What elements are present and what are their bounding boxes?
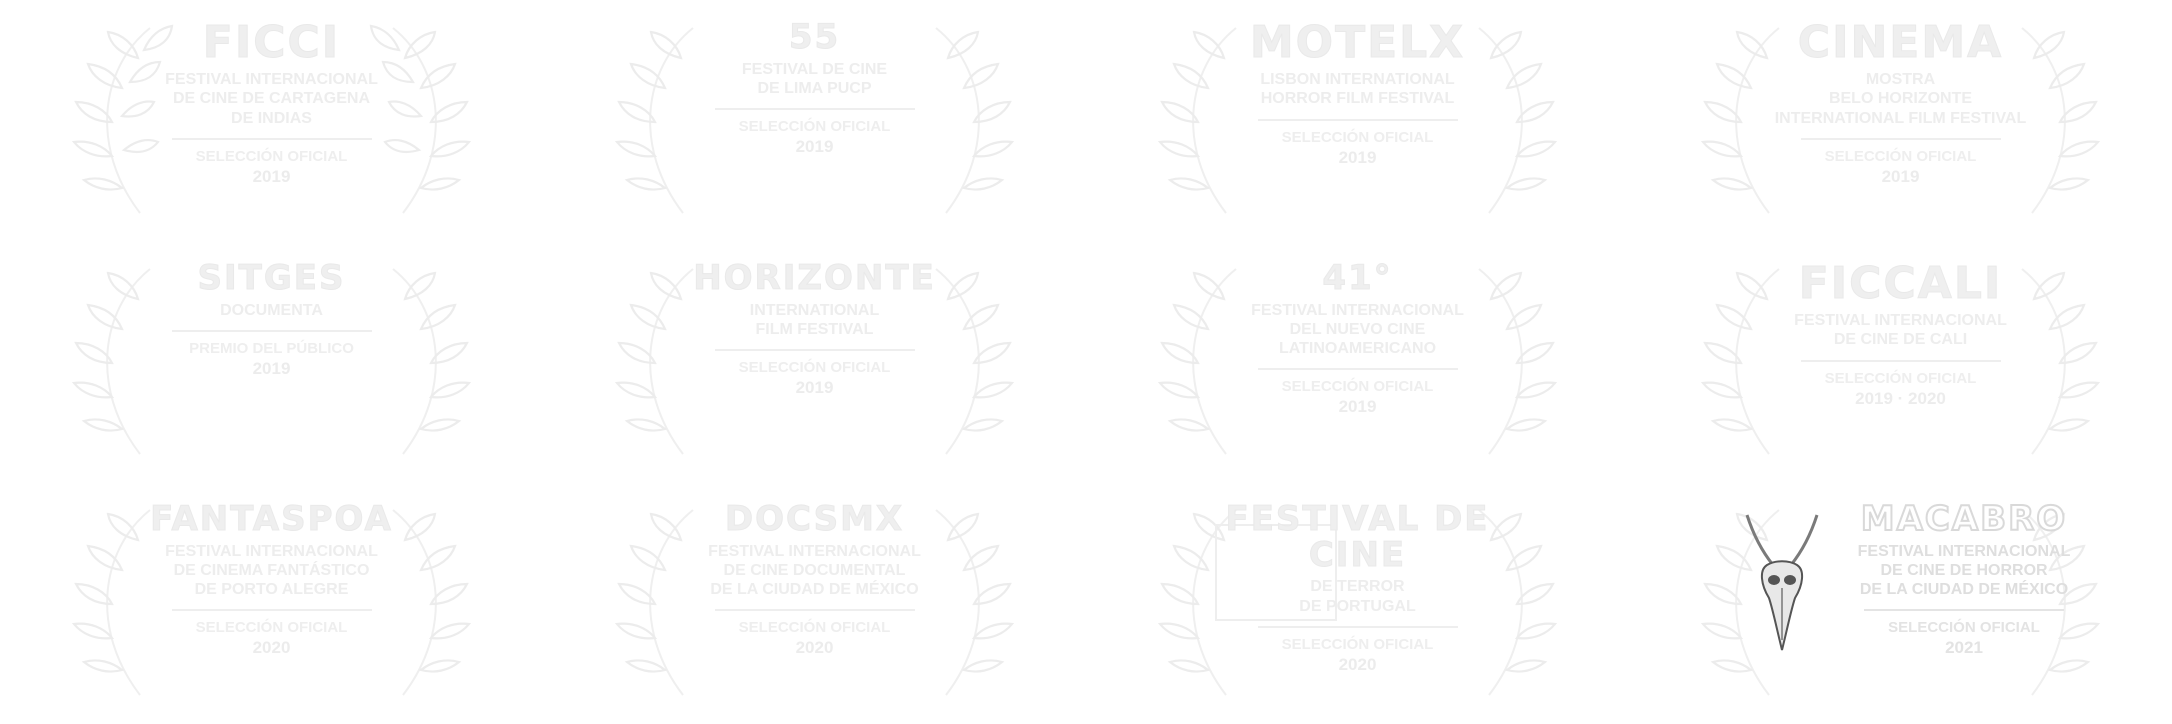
selection-year: 2019 [795, 378, 834, 398]
festival-name: HORIZONTE [693, 258, 936, 298]
festival-name: DOCSMX [724, 499, 905, 539]
divider [1257, 368, 1458, 371]
laurel-content: FESTIVAL DE CINE DE TERROR DE PORTUGAL S… [1221, 499, 1494, 702]
laurel-content: SITGES DOCUMENTA PREMIO DEL PÚBLICO 2019 [135, 258, 408, 461]
laurel-habana: 41° FESTIVAL INTERNACIONAL DEL NUEVO CIN… [1086, 241, 1629, 482]
festival-subtitle: FESTIVAL DE CINE DE LIMA PUCP [741, 60, 888, 97]
laurel-wreath-icon [1157, 27, 1558, 214]
selection-label: SELECCIÓN OFICIAL [738, 118, 891, 136]
festival-subtitle: MOSTRA BELO HORIZONTE INTERNATIONAL FILM… [1774, 71, 2027, 127]
laurel-content: 41° FESTIVAL INTERNACIONAL DEL NUEVO CIN… [1221, 258, 1494, 461]
divider [171, 329, 372, 332]
festival-subtitle: FESTIVAL INTERNACIONAL DE CINE DOCUMENTA… [708, 542, 921, 599]
laurel-cinebh: CINEMA MOSTRA BELO HORIZONTE INTERNATION… [1629, 0, 2172, 241]
laurel-wreath-icon [71, 24, 472, 214]
selection-year: 2020 [252, 638, 291, 658]
selection-label: SELECCIÓN OFICIAL [738, 359, 891, 377]
festival-name: 55 [788, 17, 841, 57]
laurel-content: FICCALI FESTIVAL INTERNACIONAL DE CINE D… [1764, 258, 2037, 461]
festival-subtitle: FESTIVAL INTERNACIONAL DE CINEMA FANTÁST… [165, 542, 378, 599]
selection-year: 2019 [795, 137, 834, 157]
divider [714, 349, 915, 352]
laurel-portugal: FESTIVAL DE CINE DE TERROR DE PORTUGAL S… [1086, 482, 1629, 723]
selection-label: SELECCIÓN OFICIAL [1281, 635, 1434, 653]
selection-year: 2020 [1338, 654, 1377, 674]
divider [1800, 137, 2001, 140]
divider [171, 609, 372, 612]
festival-subtitle: LISBON INTERNATIONAL HORROR FILM FESTIVA… [1260, 71, 1455, 108]
selection-label: SELECCIÓN OFICIAL [1824, 147, 1977, 165]
festival-name: MOTELX [1249, 17, 1466, 68]
divider [1864, 609, 2064, 612]
divider [1257, 118, 1458, 121]
festival-subtitle: DOCUMENTA [220, 301, 323, 319]
laurel-wreath-icon [614, 268, 1015, 455]
portugal-frame-shape [1215, 524, 1337, 621]
festival-subtitle: FESTIVAL INTERNACIONAL DE CINE DE CARTAG… [165, 71, 378, 127]
laurel-docsmx: DOCSMX FESTIVAL INTERNACIONAL DE CINE DO… [543, 482, 1086, 723]
laurel-ficci: FICCI FESTIVAL INTERNACIONAL DE CINE DE … [0, 0, 543, 241]
festival-subtitle: INTERNATIONAL FILM FESTIVAL [749, 301, 880, 338]
selection-year: 2019 [1338, 397, 1377, 417]
divider [714, 108, 915, 111]
selection-year: 2020 [795, 638, 834, 658]
laurel-content: HORIZONTE INTERNATIONAL FILM FESTIVAL SE… [678, 258, 951, 461]
laurel-wreath-icon [1157, 268, 1558, 455]
divider [1800, 359, 2001, 362]
goat-skull-icon [1745, 514, 1819, 651]
divider [714, 609, 915, 612]
selection-year: 2021 [1945, 638, 1983, 658]
selection-year: 2019 [252, 166, 291, 186]
laurel-content: MACABRO FESTIVAL INTERNACIONAL DE CINE D… [1839, 499, 2089, 702]
selection-label: SELECCIÓN OFICIAL [1888, 619, 2040, 637]
selection-label: SELECCIÓN OFICIAL [195, 147, 348, 165]
festival-name: CINEMA [1797, 17, 2004, 68]
festival-name: FICCI [202, 17, 341, 68]
laurel-wreath-icon [1700, 268, 2101, 455]
festival-name: MACABRO [1860, 499, 2068, 539]
selection-year: 2019 [252, 358, 291, 378]
laurel-content: FICCI FESTIVAL INTERNACIONAL DE CINE DE … [135, 17, 408, 220]
laurel-horizonte: HORIZONTE INTERNATIONAL FILM FESTIVAL SE… [543, 241, 1086, 482]
festival-name: FANTASPOA [150, 499, 393, 539]
festival-subtitle: DE TERROR DE PORTUGAL [1299, 578, 1416, 615]
festival-name: FESTIVAL DE CINE [1225, 499, 1490, 575]
laurel-content: MOTELX LISBON INTERNATIONAL HORROR FILM … [1221, 17, 1494, 220]
festival-subtitle: FESTIVAL INTERNACIONAL DE CINE DE CALI [1794, 312, 2007, 349]
laurel-wreath-icon [1157, 509, 1558, 696]
selection-label: PREMIO DEL PÚBLICO [189, 339, 354, 357]
laurel-ficcali: FICCALI FESTIVAL INTERNACIONAL DE CINE D… [1629, 241, 2172, 482]
selection-year: 2019 · 2020 [1855, 388, 1946, 408]
selection-label: SELECCIÓN OFICIAL [738, 619, 891, 637]
selection-year: 2019 [1338, 147, 1377, 167]
laurel-content: DOCSMX FESTIVAL INTERNACIONAL DE CINE DO… [678, 499, 951, 702]
laurel-macabro: MACABRO FESTIVAL INTERNACIONAL DE CINE D… [1629, 482, 2172, 723]
laurel-wreath-icon [1700, 27, 2101, 214]
selection-label: SELECCIÓN OFICIAL [1281, 378, 1434, 396]
laurel-wreath-icon [71, 268, 472, 455]
divider [171, 137, 372, 140]
laurel-sitges: SITGES DOCUMENTA PREMIO DEL PÚBLICO 2019 [0, 241, 543, 482]
festival-subtitle: FESTIVAL INTERNACIONAL DEL NUEVO CINE LA… [1251, 301, 1464, 358]
festival-subtitle: FESTIVAL INTERNACIONAL DE CINE DE HORROR… [1857, 542, 2071, 599]
selection-label: SELECCIÓN OFICIAL [195, 619, 348, 637]
laurel-wreath-icon [614, 509, 1015, 696]
laurel-wreath-icon [71, 509, 472, 696]
laurel-content: CINEMA MOSTRA BELO HORIZONTE INTERNATION… [1764, 17, 2037, 220]
laurel-wreath-icon [614, 27, 1015, 214]
festival-name: 41° [1322, 258, 1393, 298]
laurel-motelx: MOTELX LISBON INTERNATIONAL HORROR FILM … [1086, 0, 1629, 241]
selection-label: SELECCIÓN OFICIAL [1281, 128, 1434, 146]
laurel-fantaspoa: FANTASPOA FESTIVAL INTERNACIONAL DE CINE… [0, 482, 543, 723]
selection-label: SELECCIÓN OFICIAL [1824, 369, 1977, 387]
laurel-lima: 55 FESTIVAL DE CINE DE LIMA PUCP SELECCI… [543, 0, 1086, 241]
divider [1257, 625, 1458, 628]
festival-name: FICCALI [1798, 258, 2003, 309]
festival-name: SITGES [197, 258, 346, 298]
laurel-content: 55 FESTIVAL DE CINE DE LIMA PUCP SELECCI… [678, 17, 951, 220]
selection-year: 2019 [1881, 166, 1920, 186]
laurel-content: FANTASPOA FESTIVAL INTERNACIONAL DE CINE… [135, 499, 408, 702]
